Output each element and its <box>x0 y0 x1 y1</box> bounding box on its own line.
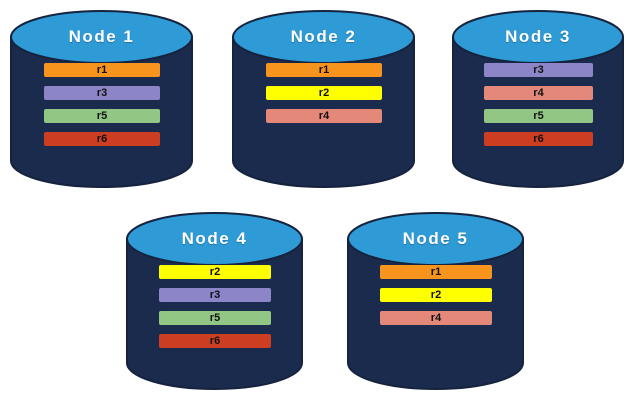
cylinder-top-ellipse <box>10 10 193 64</box>
replica-bar: r1 <box>44 63 160 77</box>
replica-bar: r2 <box>159 265 271 279</box>
replica-bar: r5 <box>44 109 160 123</box>
replica-bar: r3 <box>159 288 271 302</box>
replica-bar: r5 <box>484 109 593 123</box>
replica-bar: r1 <box>266 63 382 77</box>
replica-bar: r6 <box>44 132 160 146</box>
replica-bar: r5 <box>159 311 271 325</box>
replica-bar: r3 <box>484 63 593 77</box>
replica-bar: r1 <box>380 265 492 279</box>
replica-bar: r3 <box>44 86 160 100</box>
replica-bar: r4 <box>266 109 382 123</box>
replica-bar: r2 <box>266 86 382 100</box>
replica-bar: r2 <box>380 288 492 302</box>
replica-bar: r6 <box>159 334 271 348</box>
replica-bar: r4 <box>380 311 492 325</box>
cylinder-top-ellipse <box>232 10 415 64</box>
cylinder-top-ellipse <box>347 212 524 266</box>
cylinder-top-ellipse <box>126 212 303 266</box>
cylinder-top-ellipse <box>452 10 624 64</box>
replica-bar: r6 <box>484 132 593 146</box>
replica-bar: r4 <box>484 86 593 100</box>
